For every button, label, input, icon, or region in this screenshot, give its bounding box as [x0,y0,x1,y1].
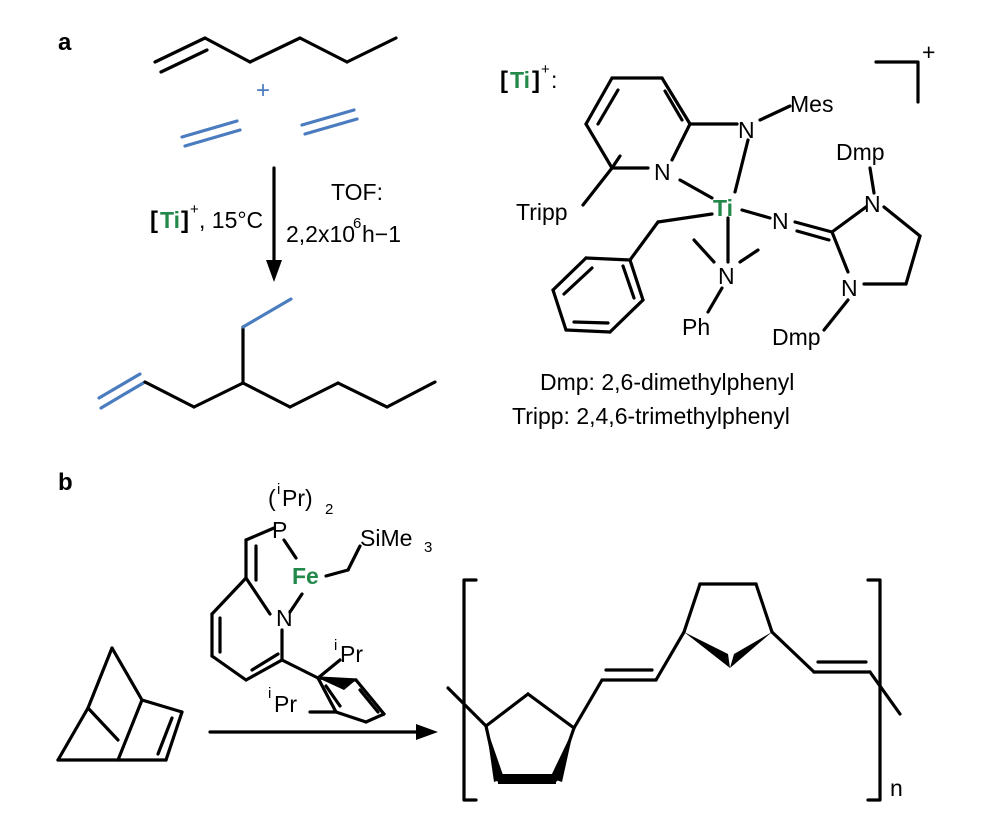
polymer-n-label: n [890,775,903,801]
ipr-top-label: i Pr [334,637,363,667]
polymer-structure [446,578,902,802]
svg-text:i: i [277,481,280,498]
reaction-arrow-a [266,166,282,282]
svg-text:i: i [334,637,337,654]
svg-text:[: [ [500,67,508,94]
svg-text:Pr): Pr) [282,485,313,511]
svg-text:Ti: Ti [510,67,530,93]
svg-text:Ti: Ti [160,207,180,233]
dmp-legend: Dmp: 2,6-dimethylphenyl [540,369,794,395]
catalyst-condition: [ Ti ] + , 15°C [150,201,263,234]
reaction-arrow-b [208,724,438,740]
ring-n-bottom-label: N [841,275,858,301]
svg-text:+: + [190,201,199,218]
ipr-bottom-label: i Pr [268,685,297,717]
fe-atom-label: Fe [292,563,319,589]
hexene-molecule [153,36,398,74]
svg-text:TOF:: TOF: [331,179,383,205]
p-atom-label: P [272,517,287,543]
svg-text:[: [ [150,207,158,234]
reactant-plus: + [256,77,270,104]
pyridine-n-label: N [654,159,671,185]
dmp-bottom-label: Dmp [772,324,821,350]
ethylene-pair [180,108,359,148]
amine-n-label: N [718,263,735,289]
panel-a-label: a [58,29,72,56]
svg-text:Pr: Pr [274,691,297,717]
svg-text:+: + [922,39,935,65]
charge-bracket: + [874,39,935,104]
sime3-label: SiMe 3 [360,525,432,556]
product-molecule [97,297,437,410]
panel-b-label: b [58,469,73,496]
svg-text:+: + [541,61,550,78]
svg-text:i: i [268,685,271,702]
norbornene-molecule [56,646,184,762]
tof-label: TOF: 2,2x10 6 h−1 [286,179,401,247]
ti-complex-label: [ Ti ] + : [500,61,557,94]
svg-text::: : [551,67,557,93]
svg-text:6: 6 [353,215,361,232]
ring-n-top-label: N [864,191,881,217]
dmp-top-label: Dmp [836,139,885,165]
svg-text:SiMe: SiMe [360,525,412,551]
tripp-label: Tripp [516,199,568,225]
n-atom-label: N [276,605,293,631]
ti-complex-structure [551,76,922,334]
svg-text:2: 2 [325,501,333,518]
svg-text:2,2x10: 2,2x10 [286,221,355,247]
amide-n-label: N [738,117,755,143]
svg-text:(: ( [268,485,276,511]
svg-text:3: 3 [424,539,432,556]
tripp-legend: Tripp: 2,4,6-trimethylphenyl [512,403,790,429]
ti-atom-label: Ti [713,195,733,221]
svg-text:]: ] [181,207,189,234]
svg-text:, 15°C: , 15°C [199,207,263,233]
svg-text:]: ] [532,67,540,94]
imine-n-label: N [772,208,789,234]
ph-label: Ph [682,314,710,340]
fe-catalyst-structure [210,526,386,724]
svg-text:Pr: Pr [340,641,363,667]
mes-label: Mes [790,91,833,117]
svg-text:h−1: h−1 [362,221,401,247]
ipr2-label: ( i Pr) 2 [268,481,333,518]
